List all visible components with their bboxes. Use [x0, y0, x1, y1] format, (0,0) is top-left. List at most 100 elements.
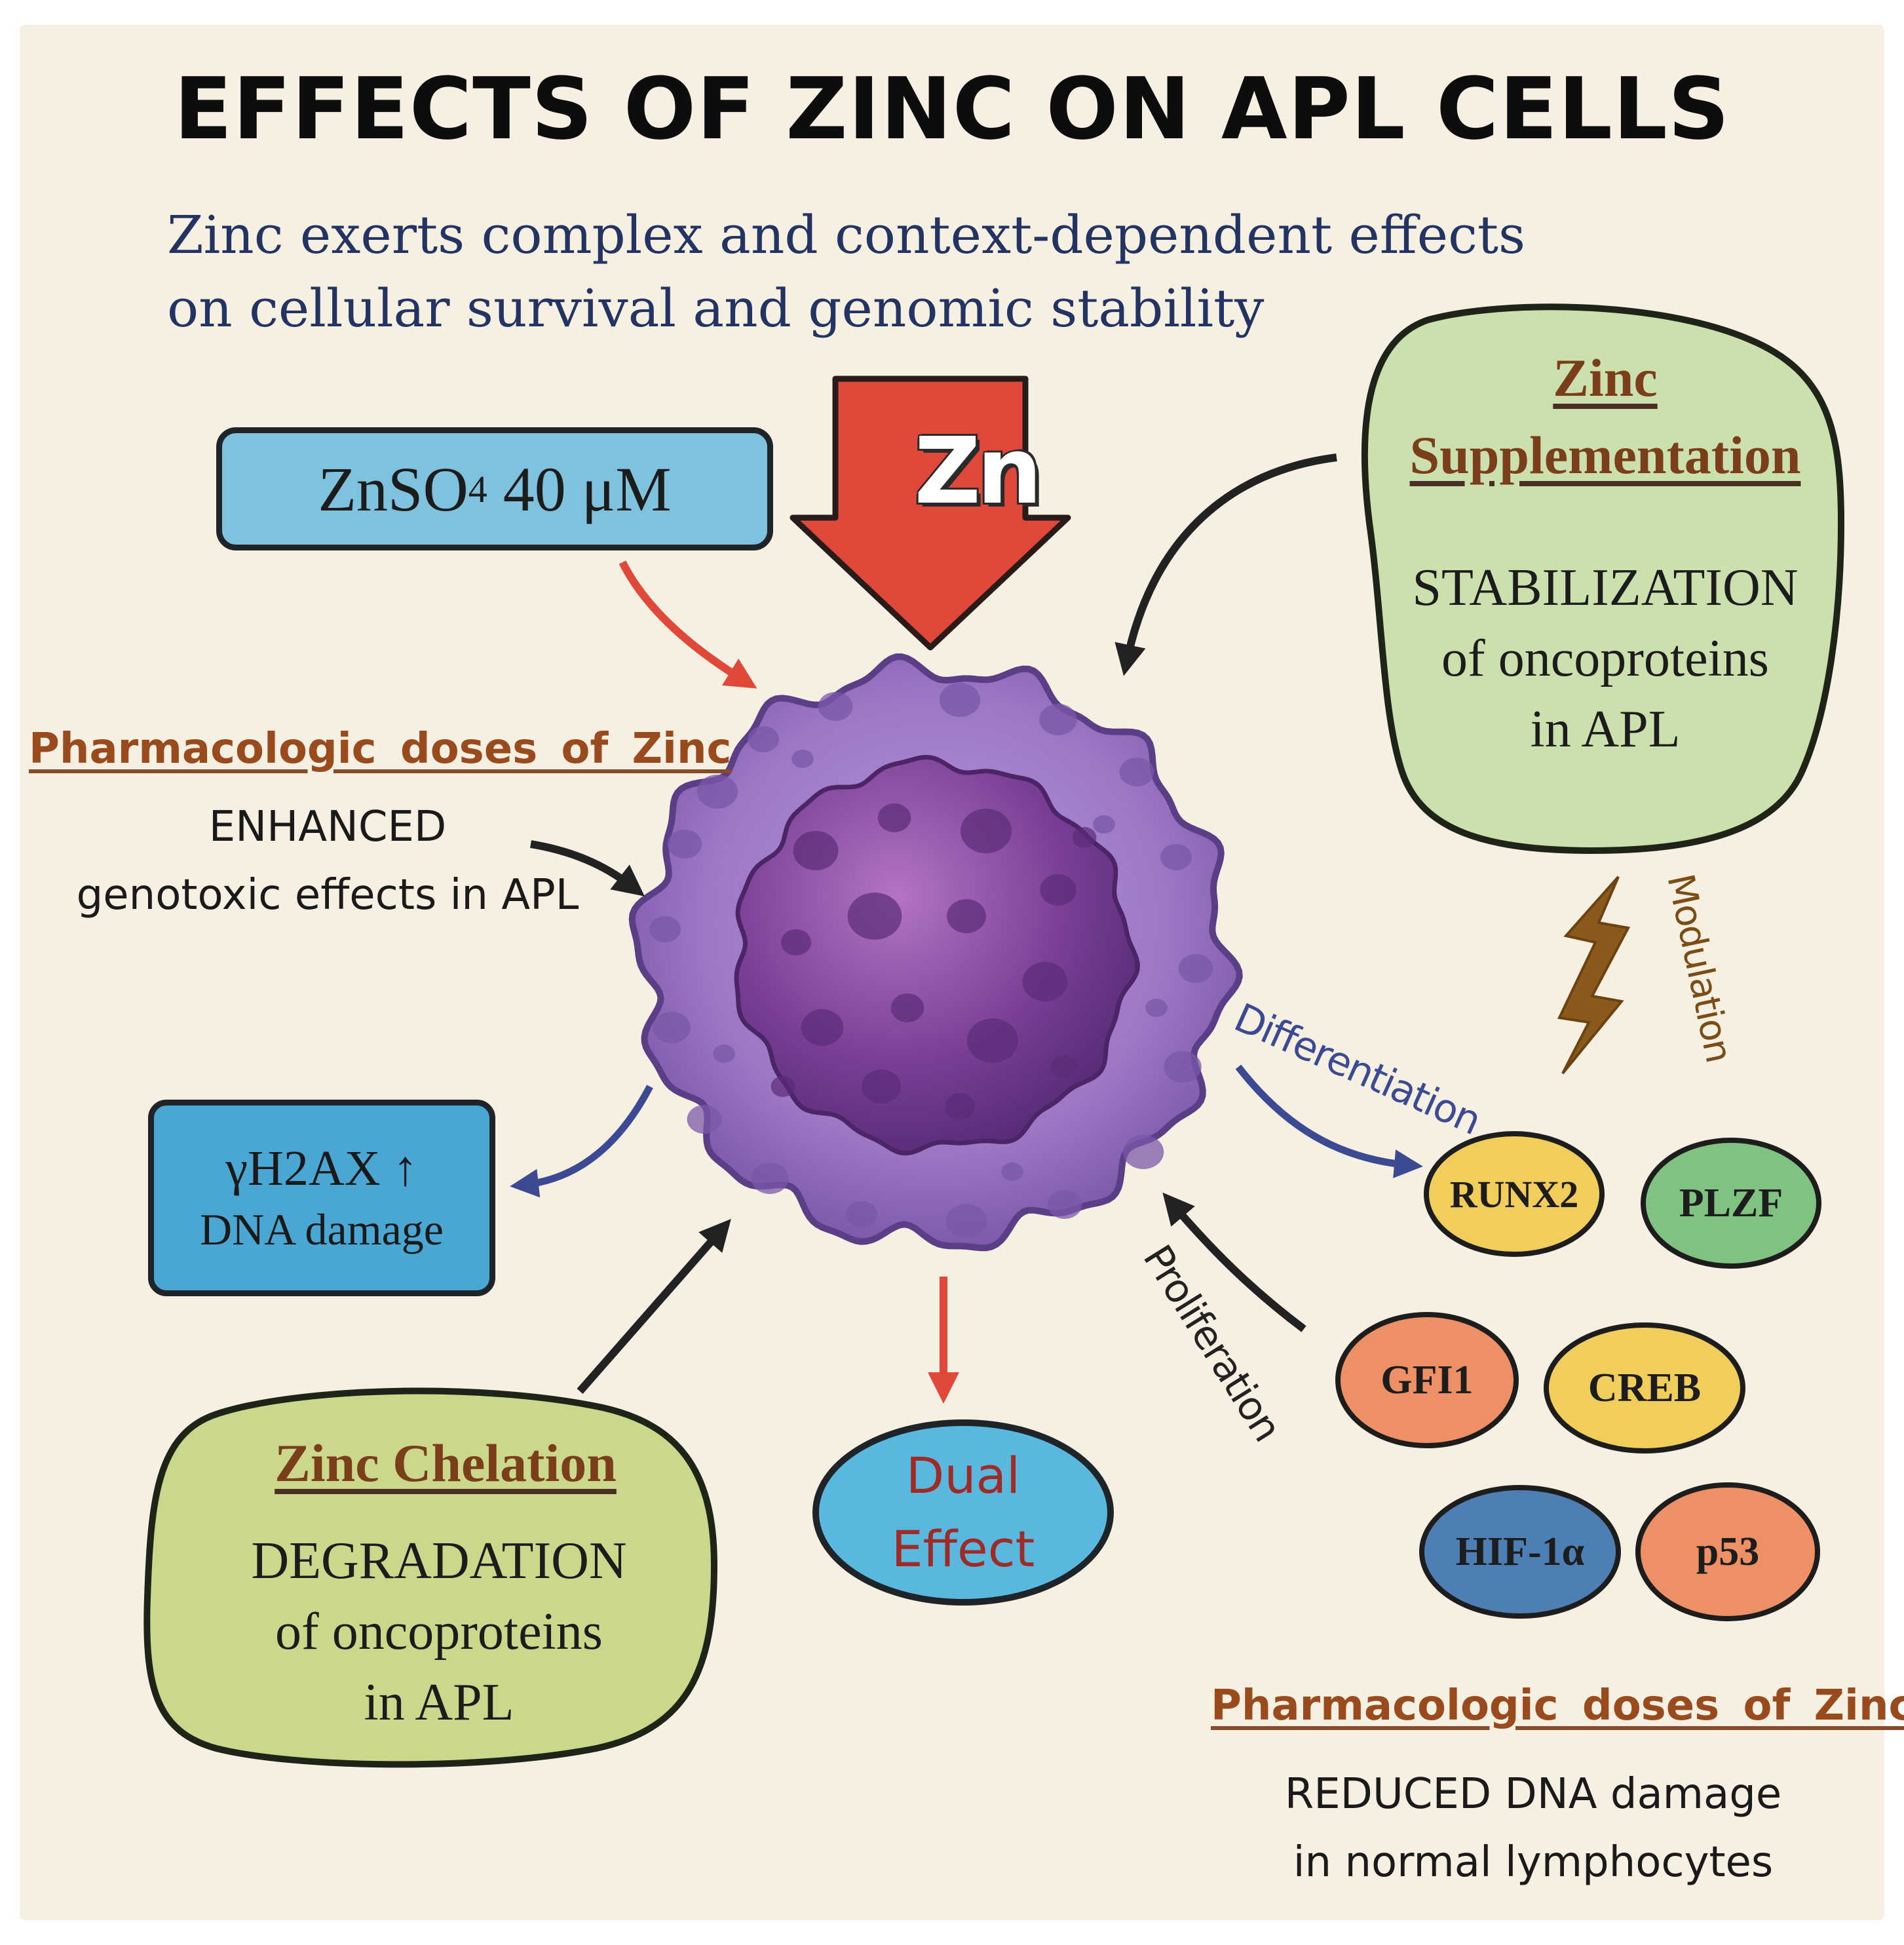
- supplementation-to-cell-arrow: [1114, 453, 1337, 676]
- chelation-to-cell-arrow: [577, 1218, 731, 1394]
- diagram-canvas: EFFECTS OF ZINC ON APL CELLS Zinc exerts…: [20, 25, 1904, 1920]
- chelation-text: DEGRADATION of oncoproteins in APL: [170, 1526, 708, 1738]
- left-pharmacologic-heading: Pharmacologic doses of Zinc: [29, 725, 732, 773]
- cytoplasm-granule: [1122, 1135, 1164, 1169]
- nucleus-spot: [862, 1069, 901, 1104]
- effect-line: Effect: [891, 1520, 1035, 1578]
- modulation-lightning-icon: [1557, 876, 1631, 1075]
- differentiation-arrow: [1235, 1064, 1423, 1178]
- nucleus-spot: [801, 1009, 844, 1046]
- cytoplasm-granule: [713, 1045, 735, 1063]
- nucleus-spot: [1072, 827, 1097, 848]
- znso4-subscript: 4: [468, 467, 487, 510]
- zinc-arrow-shape: [790, 376, 1071, 651]
- zinc-supplementation-bubble: [1361, 303, 1845, 855]
- nucleus-spot: [960, 809, 1012, 853]
- protein-circle-plzf: [1641, 1138, 1821, 1269]
- protein-circle-hif1: [1419, 1485, 1621, 1619]
- left-pharmacologic-text: ENHANCED genotoxic effects in APL: [33, 793, 622, 929]
- nucleus-spot: [947, 899, 986, 933]
- nucleus-spot: [793, 831, 839, 870]
- protein-cluster: [1335, 1131, 1821, 1621]
- znso4-formula: ZnSO: [318, 453, 468, 524]
- cytoplasm-granule: [791, 750, 814, 768]
- dual-effect-ellipse: Dual Effect: [812, 1419, 1114, 1606]
- nucleus-spot: [890, 993, 924, 1022]
- apl-line: in APL: [364, 1674, 514, 1731]
- cytoplasm-granule: [939, 683, 981, 717]
- proliferation-arrow: [1162, 1192, 1306, 1332]
- right-pharmacologic-heading: Pharmacologic doses of Zinc: [1211, 1682, 1904, 1730]
- nucleus-spot: [781, 929, 811, 955]
- nucleus-spot: [966, 1018, 1019, 1063]
- cytoplasm-granule: [667, 830, 702, 858]
- cytoplasm-granule: [751, 1163, 789, 1194]
- nucleus-spot: [945, 1093, 975, 1119]
- protein-label-gfi1: GFI1: [1380, 1357, 1474, 1402]
- oncoproteins-line: of oncoproteins: [275, 1603, 603, 1661]
- cytoplasm-granule: [818, 692, 853, 721]
- protein-circle-creb: [1544, 1322, 1745, 1454]
- stabilization-line: STABILIZATION: [1412, 559, 1799, 617]
- cytoplasm-granule: [649, 916, 681, 942]
- enhanced-to-cell-arrow: [530, 840, 645, 896]
- nucleus-spot: [1022, 962, 1068, 1001]
- supplementation-heading-zinc: Zinc: [1553, 348, 1658, 408]
- cytoplasm-granule: [945, 1204, 987, 1238]
- chelation-heading: Zinc Chelation: [275, 1433, 617, 1493]
- supp-oncoproteins-line: of oncoproteins: [1441, 630, 1769, 687]
- genotoxic-line: genotoxic effects in APL: [76, 871, 579, 919]
- cytoplasm-granule: [1119, 758, 1154, 786]
- enhanced-line: ENHANCED: [208, 803, 447, 851]
- zinc-chelation-bubble: [143, 1387, 718, 1768]
- nucleus-spot: [771, 1076, 795, 1097]
- cytoplasm-granule: [1164, 1051, 1202, 1083]
- cell-to-h2ax-arrow: [510, 1085, 653, 1198]
- protein-circle-gfi1: [1335, 1312, 1519, 1448]
- nucleus-spot: [1051, 1055, 1078, 1079]
- cytoplasm-granule: [687, 1105, 722, 1134]
- protein-label-hif1a: HIF-1α: [1455, 1529, 1585, 1574]
- cytoplasm-granule: [1093, 815, 1115, 834]
- zinc-arrow-label: Zn: [914, 418, 1042, 525]
- protein-circle-runx2: [1424, 1131, 1605, 1257]
- nucleus-spots: [771, 803, 1097, 1119]
- nucleus-spot: [877, 803, 911, 832]
- cytoplasm-granule: [1047, 1190, 1082, 1219]
- subtitle-line-1: Zinc exerts complex and context-dependen…: [167, 204, 1526, 265]
- cytoplasm-granule: [1178, 954, 1213, 983]
- page-title: EFFECTS OF ZINC ON APL CELLS: [174, 59, 1730, 159]
- subtitle-line-2: on cellular survival and genomic stabili…: [167, 278, 1265, 339]
- degradation-line: DEGRADATION: [251, 1532, 627, 1590]
- cytoplasm-granule: [1145, 999, 1168, 1017]
- supplementation-heading: Zinc Supplementation: [1369, 339, 1841, 494]
- h2ax-dna-damage-box: γH2AX ↑ DNA damage: [148, 1100, 495, 1296]
- normal-lymphocytes-line: in normal lymphocytes: [1293, 1838, 1774, 1887]
- znso4-to-cell-arrow: [619, 560, 757, 689]
- protein-label-runx2: RUNX2: [1449, 1172, 1579, 1216]
- protein-circle-p53: [1635, 1482, 1820, 1621]
- nucleus-spot: [1040, 874, 1076, 906]
- cell-granules: [649, 683, 1213, 1238]
- dna-damage-line: DNA damage: [199, 1204, 444, 1254]
- cytoplasm-granule: [653, 1012, 691, 1043]
- cytoplasm-granule: [1039, 704, 1077, 735]
- supplementation-heading-word: Supplementation: [1409, 425, 1801, 485]
- h2ax-line: γH2AX ↑: [225, 1141, 418, 1196]
- protein-label-creb: CREB: [1588, 1365, 1702, 1410]
- cytoplasm-granule: [696, 775, 738, 809]
- cytoplasm-granule: [846, 1201, 877, 1227]
- cytoplasm-granule: [1001, 1163, 1023, 1181]
- diagram-graphics: [143, 303, 1845, 1768]
- protein-label-p53: p53: [1696, 1529, 1760, 1574]
- protein-label-plzf: PLZF: [1679, 1180, 1783, 1225]
- cytoplasm-granule: [1160, 844, 1192, 870]
- znso4-dose: 40 μM: [487, 453, 672, 524]
- page-subtitle: Zinc exerts complex and context-dependen…: [167, 199, 1674, 345]
- dual-line: Dual: [905, 1446, 1021, 1505]
- supplementation-text: STABILIZATION of oncoproteins in APL: [1369, 552, 1841, 765]
- right-pharmacologic-text: REDUCED DNA damage in normal lymphocytes: [1251, 1760, 1815, 1897]
- supp-apl-line: in APL: [1530, 701, 1681, 758]
- cytoplasm-granule: [748, 726, 779, 752]
